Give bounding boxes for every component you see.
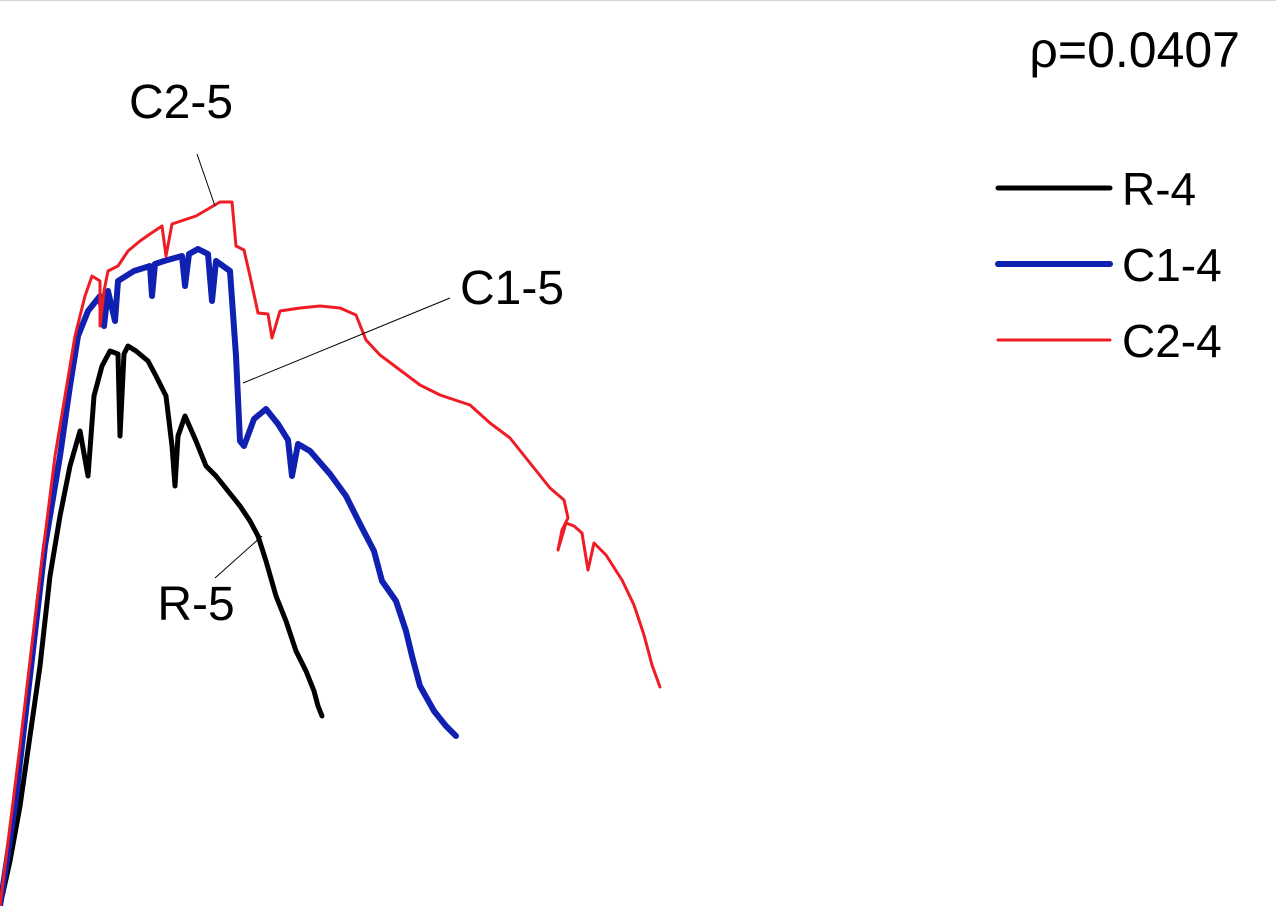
annotation-leader-r-5: [214, 535, 263, 579]
series-layer: [0, 200, 662, 906]
legend-label-c1-4: C1-4: [1122, 239, 1222, 291]
series-line-c2-4: [0, 200, 662, 906]
series-line-r-4: [0, 343, 325, 906]
annotation-leader-c1-5: [242, 297, 451, 384]
annotation-label-r-5: R-5: [157, 578, 234, 631]
legend: R-4C1-4C2-4: [995, 163, 1222, 367]
annotation-layer: C2-5C1-5R-5: [129, 76, 564, 631]
legend-label-r-4: R-4: [1122, 163, 1196, 215]
annotation-label-c1-5: C1-5: [460, 262, 564, 315]
chart-title: ρ=0.0407: [1029, 22, 1240, 78]
legend-label-c2-4: C2-4: [1122, 315, 1222, 367]
annotation-label-c2-5: C2-5: [129, 76, 233, 129]
annotation-leader-c2-5: [196, 153, 216, 207]
